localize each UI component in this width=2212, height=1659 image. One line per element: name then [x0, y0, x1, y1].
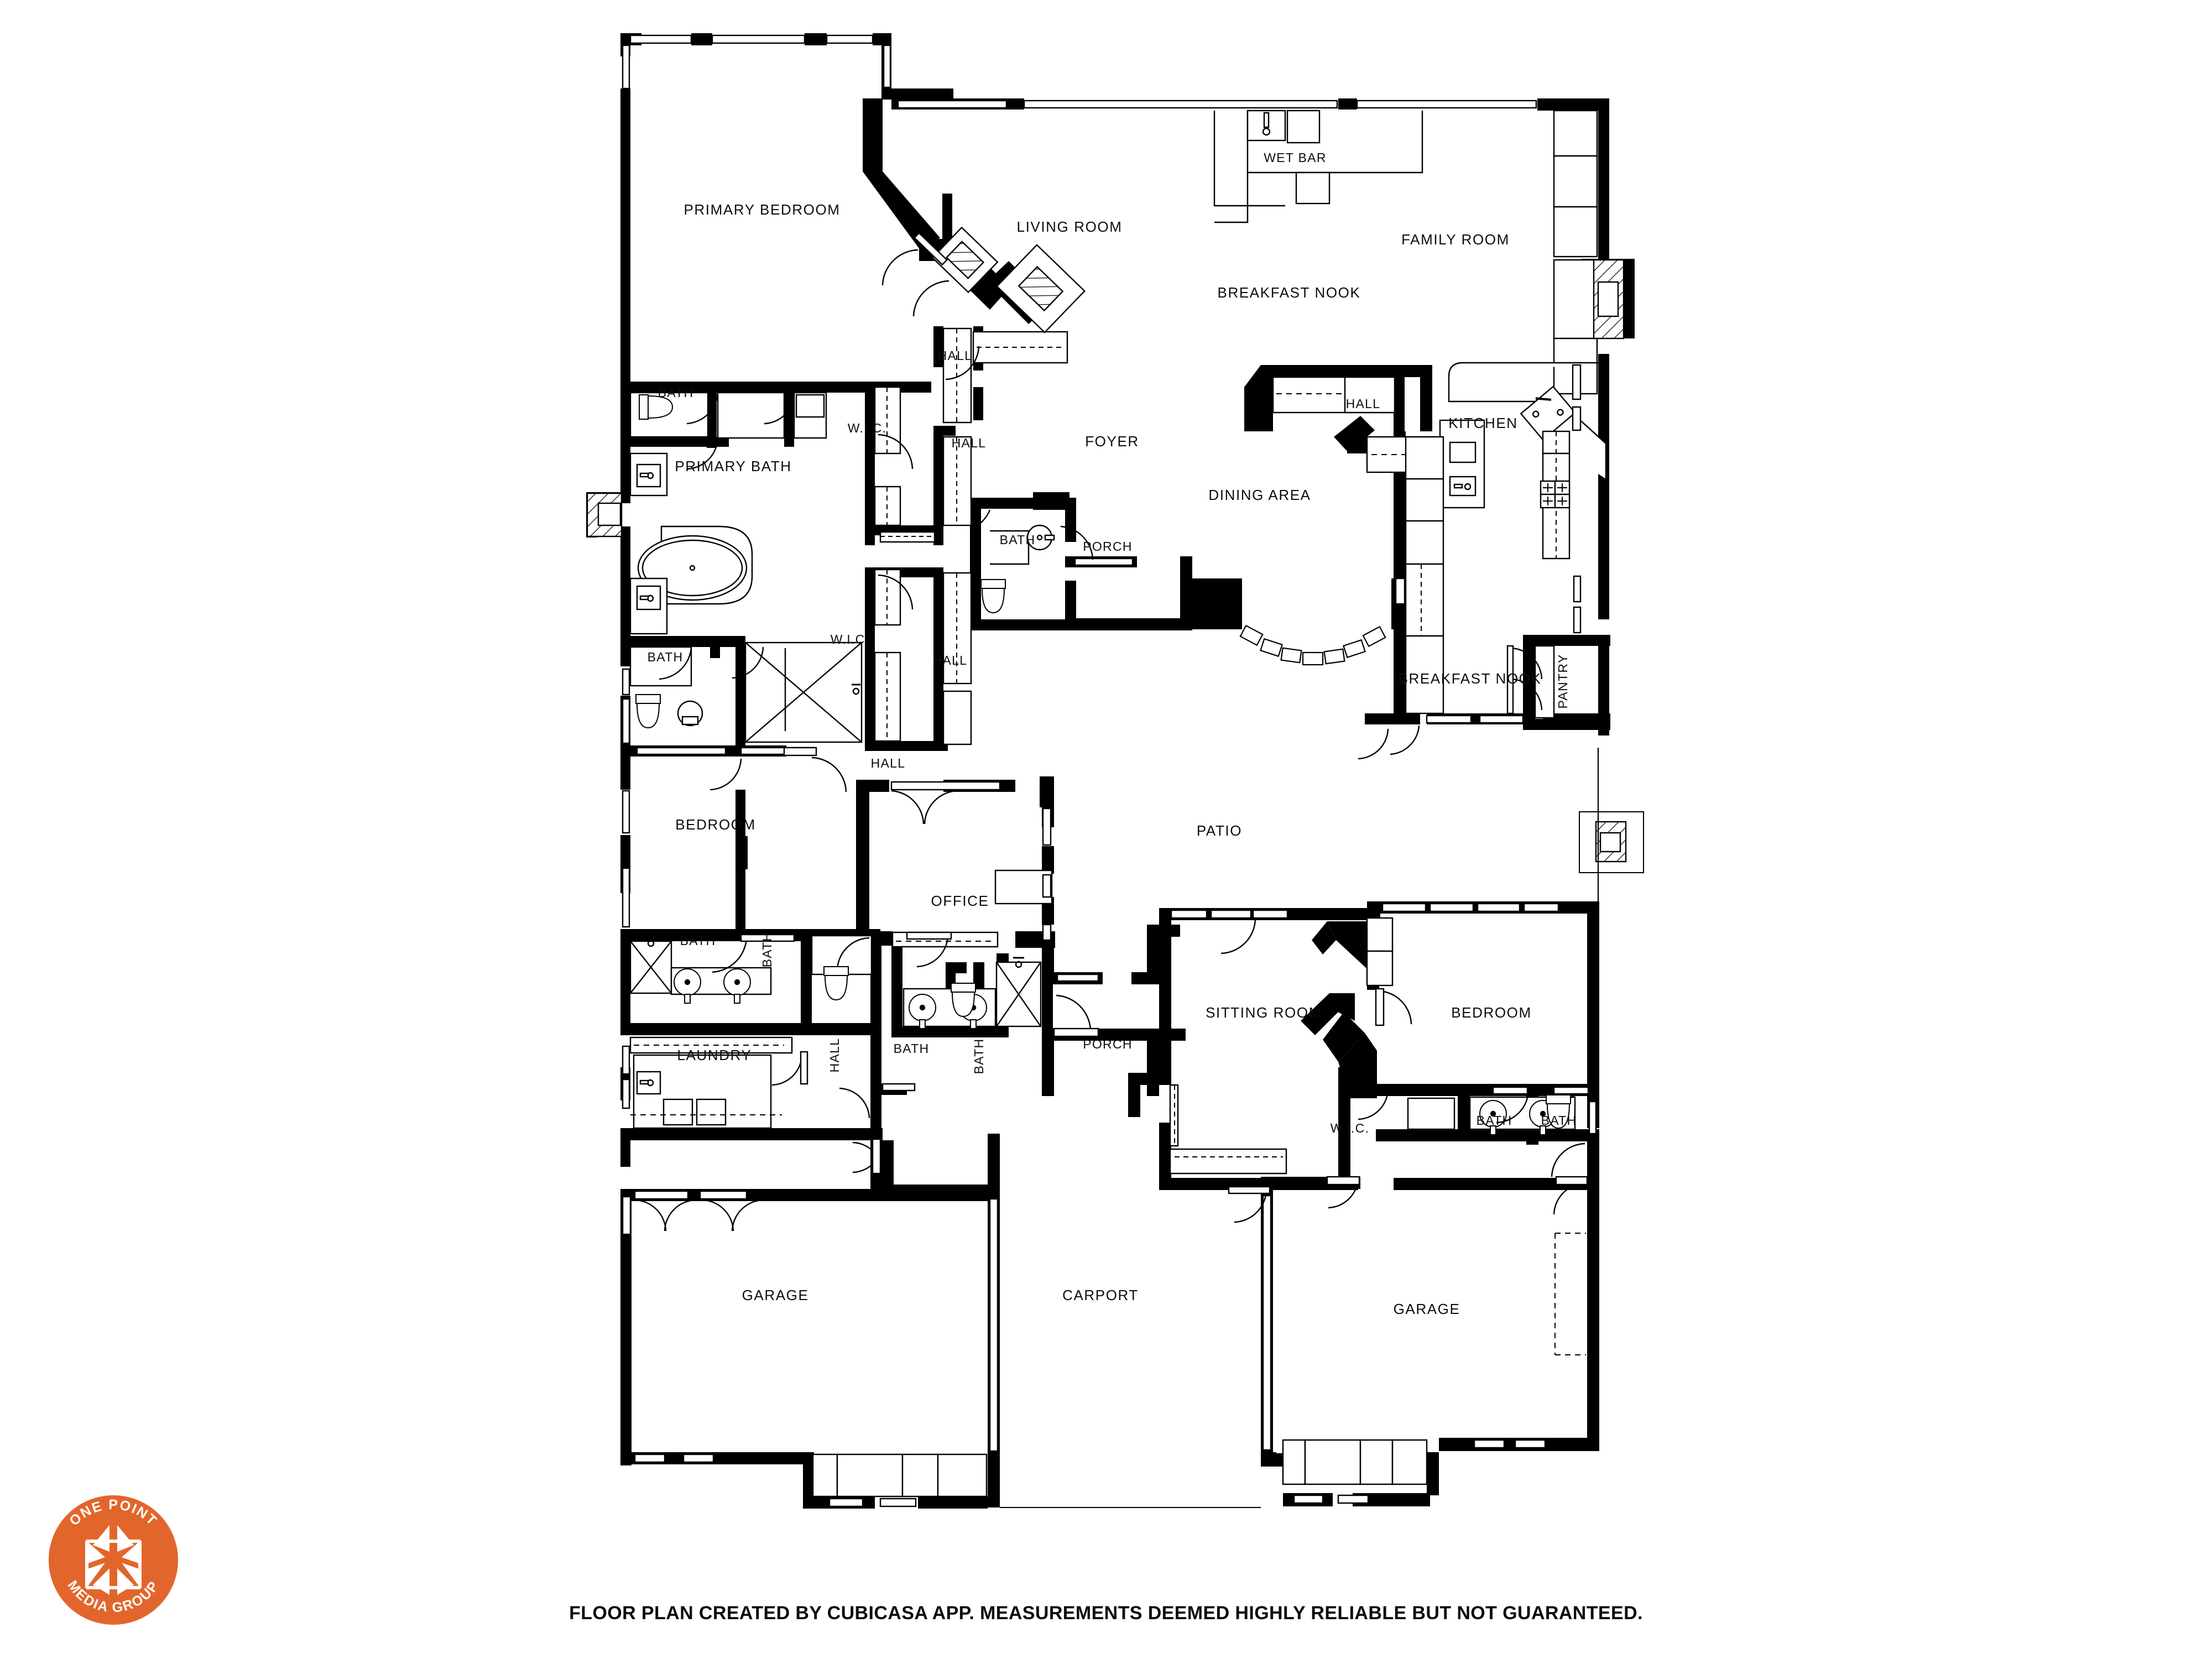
room-label-breakfast-nook-lower: BREAKFAST NOOK	[1399, 670, 1542, 687]
room-label-hall-3: HALL	[1346, 397, 1381, 411]
room-label-hall-5: HALL	[871, 756, 906, 770]
room-label-layer: PRIMARY BEDROOM LIVING ROOM WET BAR FAMILY …	[648, 150, 1577, 1317]
room-label-bath-4: BATH	[680, 933, 716, 948]
room-label-office: OFFICE	[931, 893, 989, 909]
footer-disclaimer: FLOOR PLAN CREATED BY CUBICASA APP. MEAS…	[569, 1603, 1643, 1624]
room-label-bath-7: BATH	[972, 1039, 986, 1074]
room-label-porch-1: PORCH	[1083, 539, 1133, 554]
room-label-kitchen: KITCHEN	[1448, 415, 1517, 431]
logo-graphic: ONE POINT MEDIA GROUP	[65, 1497, 161, 1616]
room-label-family-room: FAMILY ROOM	[1401, 231, 1510, 248]
room-label-carport: CARPORT	[1062, 1287, 1139, 1303]
room-label-breakfast-nook-upper: BREAKFAST NOOK	[1218, 284, 1361, 301]
room-label-hall-4: HALL	[933, 653, 968, 667]
room-label-dining-area: DINING AREA	[1208, 487, 1311, 503]
room-label-wic-3: W.I.C.	[1331, 1121, 1369, 1135]
room-label-wet-bar: WET BAR	[1264, 150, 1326, 165]
room-label-primary-bath: PRIMARY BATH	[675, 458, 791, 474]
room-label-sitting-room: SITTING ROOM	[1206, 1004, 1322, 1021]
room-label-hall-1: HALL	[938, 348, 973, 363]
room-label-bath-1: BATH	[658, 385, 694, 400]
windowpane-wheel-icon	[85, 1525, 142, 1595]
room-label-bath-3: BATH	[648, 650, 684, 664]
room-label-bath-6: BATH	[894, 1041, 930, 1056]
room-label-porch-2: PORCH	[1083, 1037, 1133, 1051]
room-label-primary-bedroom: PRIMARY BEDROOM	[684, 201, 840, 218]
room-label-hall-2: HALL	[952, 436, 987, 450]
room-label-garage-left: GARAGE	[742, 1287, 809, 1303]
logo-top-text: ONE POINT	[66, 1497, 160, 1529]
room-label-garage-right: GARAGE	[1394, 1301, 1460, 1317]
room-label-bedroom-1: BEDROOM	[675, 816, 756, 833]
room-label-hall-6: HALL	[827, 1038, 842, 1073]
room-label-bath-9: BATH	[1541, 1113, 1577, 1128]
brand-logo: ONE POINT MEDIA GROUP	[33, 1480, 194, 1640]
room-label-bath-2: BATH	[1000, 533, 1036, 547]
room-label-pantry: PANTRY	[1556, 654, 1570, 709]
room-label-wic-1: W.I.C.	[848, 421, 886, 435]
fixture-layer	[586, 34, 1644, 1508]
room-label-wic-2: W.I.C.	[831, 632, 869, 646]
room-label-bath-8: BATH	[1477, 1113, 1512, 1128]
room-label-bedroom-2: BEDROOM	[1451, 1004, 1532, 1021]
logo-disc	[49, 1495, 178, 1625]
room-label-bath-5: BATH	[760, 932, 774, 968]
room-label-laundry: LAUNDRY	[677, 1047, 752, 1063]
room-label-foyer: FOYER	[1085, 433, 1139, 450]
room-label-living-room: LIVING ROOM	[1017, 218, 1123, 235]
room-label-patio: PATIO	[1197, 822, 1242, 839]
